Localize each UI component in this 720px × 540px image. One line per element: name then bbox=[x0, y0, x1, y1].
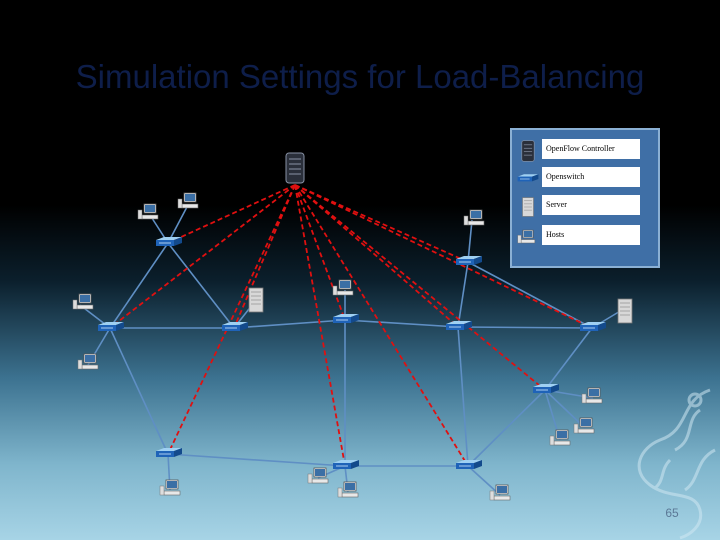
legend-label: Hosts bbox=[542, 225, 640, 245]
host-icon bbox=[137, 203, 159, 220]
switches bbox=[97, 236, 607, 470]
host-icon bbox=[77, 353, 99, 370]
host-icon bbox=[307, 467, 329, 484]
control-links bbox=[109, 184, 593, 467]
server-icon bbox=[617, 298, 633, 324]
page-number: 65 bbox=[665, 506, 679, 520]
legend-item-server: Server bbox=[512, 194, 658, 218]
switch-icon bbox=[332, 459, 360, 470]
host-icon bbox=[337, 481, 359, 498]
legend-item-hosts: Hosts bbox=[512, 224, 658, 248]
host-icon bbox=[159, 479, 181, 496]
legend: OpenFlow Controller Openswitch Server Ho… bbox=[510, 128, 660, 268]
servers bbox=[248, 287, 633, 324]
legend-label: OpenFlow Controller bbox=[542, 139, 640, 159]
host-icon bbox=[332, 279, 354, 296]
legend-item-controller: OpenFlow Controller bbox=[512, 138, 658, 162]
host-icon bbox=[549, 429, 571, 446]
host-icon bbox=[489, 484, 511, 501]
host-icon bbox=[463, 209, 485, 226]
switch-icon bbox=[221, 321, 249, 332]
slide-title: Simulation Settings for Load-Balancing bbox=[75, 58, 645, 95]
host-icon bbox=[517, 229, 536, 244]
dragon-watermark-icon bbox=[637, 388, 716, 540]
legend-item-switch: Openswitch bbox=[512, 166, 658, 190]
legend-label: Server bbox=[542, 195, 640, 215]
switch-icon bbox=[155, 447, 183, 458]
host-icon bbox=[581, 387, 603, 404]
switch-icon bbox=[97, 321, 125, 332]
switch-icon bbox=[155, 236, 183, 247]
host-icon bbox=[177, 192, 199, 209]
host-icon bbox=[72, 293, 94, 310]
legend-label: Openswitch bbox=[542, 167, 640, 187]
switch-icon bbox=[455, 459, 483, 470]
server-icon bbox=[522, 197, 534, 217]
switch-icon bbox=[332, 313, 360, 324]
switch-icon bbox=[445, 320, 473, 331]
data-links bbox=[79, 204, 623, 496]
controller-icon bbox=[521, 140, 535, 162]
server-icon bbox=[248, 287, 264, 313]
switch-icon bbox=[517, 173, 539, 182]
openflow-controller-icon bbox=[285, 152, 305, 184]
switch-icon bbox=[455, 255, 483, 266]
